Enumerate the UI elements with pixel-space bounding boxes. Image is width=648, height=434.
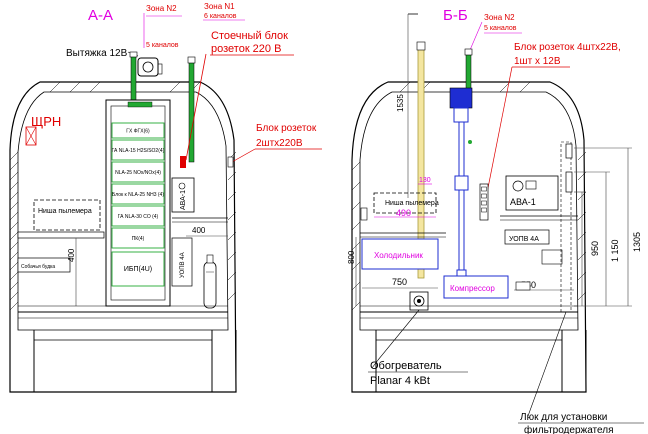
aa-socket-block-label-line1: Блок розеток	[256, 123, 317, 134]
bb-dim-950: 950	[590, 241, 600, 256]
bb-compressor-label: Компрессор	[450, 284, 495, 293]
bb-ava-box	[505, 175, 559, 211]
aa-shrn-label: ЩРН	[31, 114, 61, 129]
aa-zone1-label: Зона N1	[204, 2, 235, 11]
aa-ava-label: АВА-1	[180, 190, 187, 210]
bb-dim-1535: 1535	[396, 94, 405, 112]
aa-dust-meter-niche	[33, 199, 101, 231]
aa-rack-module-6	[111, 227, 165, 249]
aa-exhaust-fan	[137, 57, 159, 77]
aa-left-table	[17, 231, 105, 239]
aa-rack-module-2	[111, 139, 165, 161]
bb-socket-block-label-line1: Блок розеток 4штх22В,	[514, 42, 621, 53]
aa-rack-module-label: ГХ ФГХ(6)	[126, 129, 150, 135]
aa-exhaust-label: Вытяжка 12В	[66, 48, 128, 59]
aa-van-body-inner	[17, 91, 229, 331]
bb-heater-label-line1: Обогреватель	[370, 360, 442, 372]
aa-ava-box	[171, 177, 195, 213]
aa-rack-module-1	[111, 122, 165, 139]
bb-title: Б-Б	[443, 7, 468, 24]
aa-zone1-channels: 6 каналов	[204, 13, 237, 20]
bb-compressor	[443, 275, 509, 299]
bb-fridge	[361, 238, 439, 270]
aa-socket-block-label-line2: 2штх220В	[256, 138, 303, 149]
bb-dim-1305: 1305	[632, 232, 642, 252]
aa-cabinet-label: Собачья будка	[21, 264, 55, 270]
aa-zone2-label: Зона N2	[146, 4, 177, 13]
aa-title: А-А	[88, 7, 113, 24]
bb-zone2-channels: 5 каналов	[484, 25, 517, 32]
section-bb-view: Б-Б Зона N2 5 каналов Блок розеток 4штх2…	[347, 7, 644, 434]
aa-rack-module-label: ИБП(4U)	[124, 266, 152, 273]
aa-rack-module-4	[111, 183, 165, 205]
aa-dim-400-vertical: 400	[67, 248, 76, 262]
bb-dim-1150: 1 150	[610, 239, 620, 262]
bb-probe-head	[449, 87, 473, 109]
aa-rack-module-label: Блок к NLA-25 NH3 (4)	[112, 192, 164, 198]
aa-shrn-panel	[25, 126, 37, 146]
aa-wall-socket	[227, 156, 234, 168]
aa-rack-module-5	[111, 205, 165, 227]
aa-rack-socket-block	[180, 156, 186, 168]
bb-socket-block-label-line2: 1шт х 12В	[514, 56, 561, 67]
aa-zone2-channels: 5 каналов	[146, 42, 179, 49]
aa-van-body-outer	[9, 81, 237, 393]
bb-niche-label: Ниша пылемера	[385, 200, 439, 207]
bb-dim-490: 490	[396, 208, 411, 218]
aa-rack-block-label-line1: Стоечный блок	[211, 30, 288, 42]
aa-rack-block-label-line2: розеток 220 В	[211, 43, 281, 55]
aa-ups-label: УОПВ 4А	[180, 252, 186, 278]
aa-rack-module-3	[111, 161, 165, 183]
aa-cabinet	[17, 257, 71, 273]
bb-zone2-label: Зона N2	[484, 13, 515, 22]
aa-gas-cylinder	[203, 261, 217, 309]
aa-rack-module-label: ПК(4)	[132, 236, 145, 242]
aa-niche-label: Ниша пылемера	[38, 208, 92, 215]
bb-dim-750: 750	[392, 277, 407, 287]
aa-rack-modules: ГХ ФГХ(6) ГА NLA-15 H2S/SO2(4) NLA-25 NOx/…	[111, 122, 165, 287]
bb-ups-box	[504, 229, 550, 245]
bb-socket-strip	[479, 183, 489, 221]
aa-sample-tube-zone1	[188, 61, 195, 163]
aa-rack-module-7	[111, 251, 165, 287]
bb-filter-hatch	[560, 141, 572, 313]
aa-dim-400-horizontal: 400	[192, 226, 206, 235]
aa-rack-module-label: NLA-25 NOx/NOx(4)	[115, 170, 161, 176]
bb-hatch-label-line1: Люк для установки	[520, 412, 607, 423]
bb-fridge-label: Холодильник	[374, 251, 423, 260]
bb-dim-130: 130	[419, 177, 431, 184]
bb-dust-meter-niche	[373, 192, 437, 214]
aa-rack-module-label: ГА NLA-15 H2S/SO2(4)	[112, 148, 165, 154]
bb-ups-label: УОПВ 4А	[509, 236, 539, 243]
aa-right-wheel	[211, 330, 237, 393]
bb-heater-label-line2: Planar 4 kBt	[370, 375, 430, 387]
bb-hatch-label-line2: фильтродержателя	[524, 424, 614, 434]
aa-rack-module-label: ГА NLA-30 CO (4)	[118, 214, 159, 220]
aa-ups-box	[171, 237, 193, 287]
bb-dim-800: 800	[347, 250, 356, 264]
bb-ava-label: АВА-1	[510, 197, 536, 207]
section-aa-view: А-А Зона N2 5 каналов Зона N1 6 каналов …	[9, 2, 322, 393]
aa-left-wheel	[9, 330, 35, 393]
bb-probe-shaft	[458, 121, 465, 279]
